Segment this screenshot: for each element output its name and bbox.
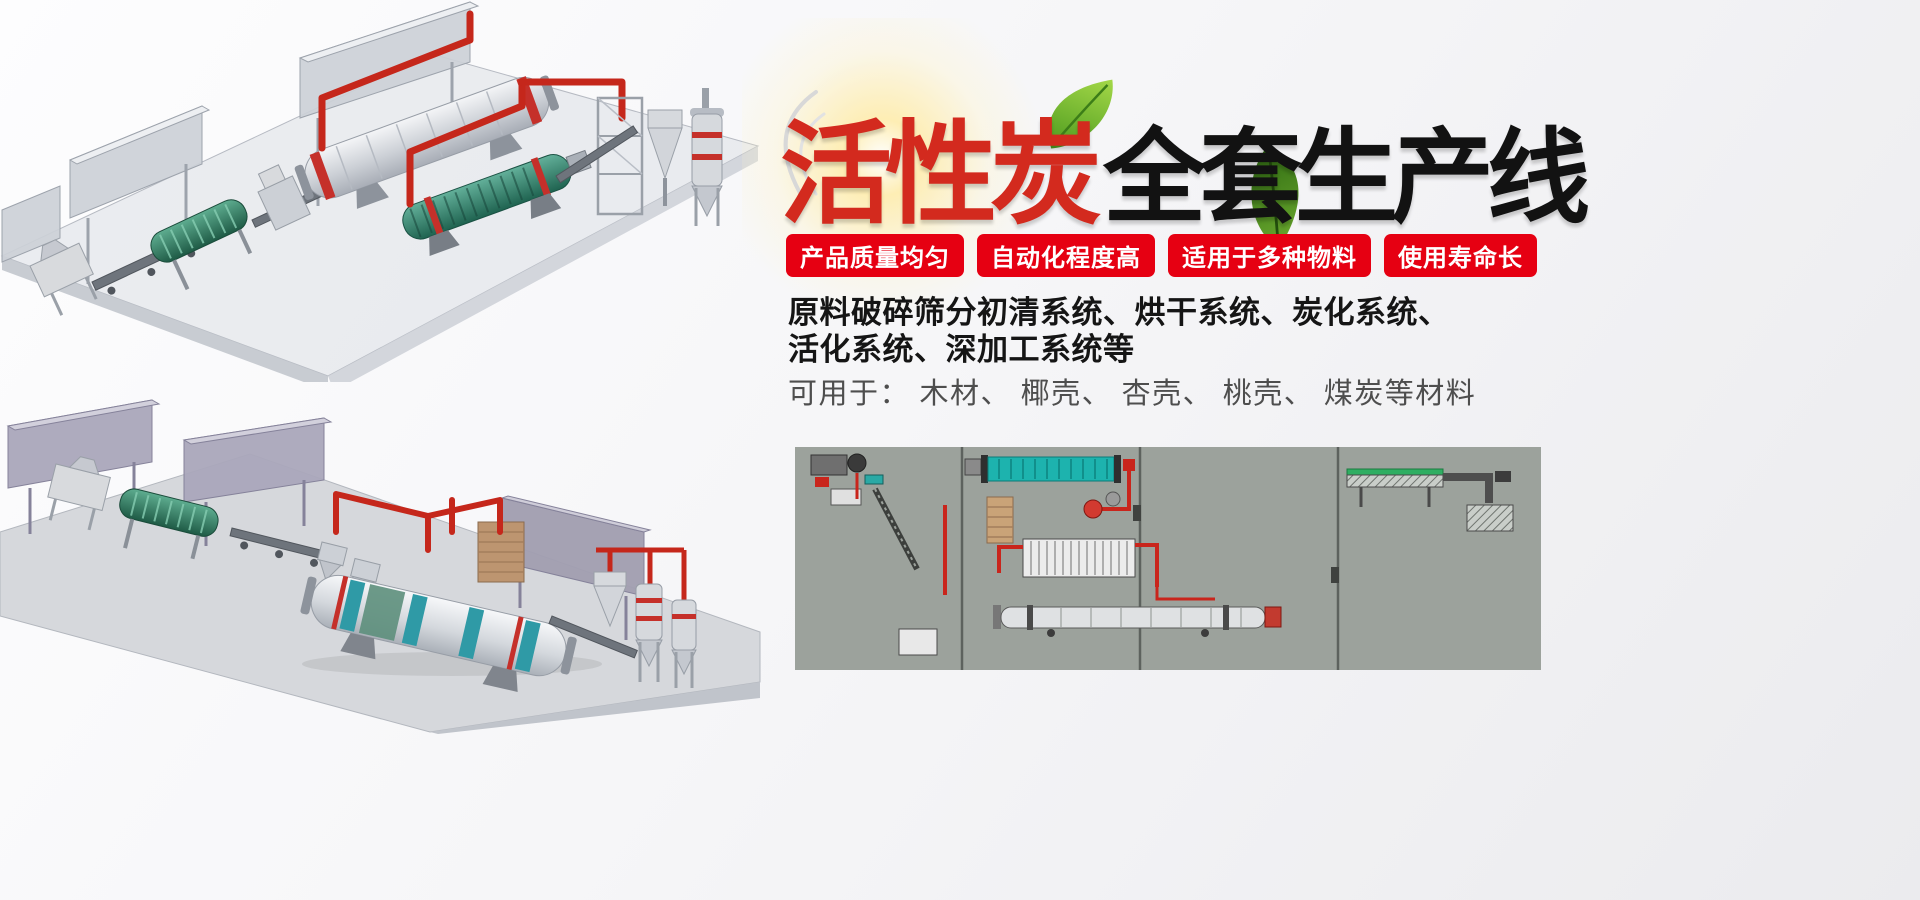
diagram-cooler-drum	[993, 605, 1282, 637]
diagram-dryer	[964, 455, 1135, 544]
dryer-drum	[294, 75, 560, 209]
platform	[0, 53, 760, 382]
production-line-render-top	[0, 1, 760, 382]
system-description: 原料破碎筛分初清系统、烘干系统、炭化系统、 活化系统、深加工系统等	[788, 294, 1450, 368]
banner-title: 活性炭全套生产线	[780, 84, 1590, 246]
feature-badge-lifespan: 使用寿命长	[1384, 234, 1537, 277]
plant-layout-diagram-svg	[795, 447, 1541, 670]
feature-badge-materials: 适用于多种物料	[1168, 234, 1371, 277]
title-black-text: 全套生产线	[1103, 117, 1590, 238]
title-red-text: 活性炭	[780, 109, 1102, 240]
leaf-icon	[1251, 146, 1299, 249]
production-line-render-bottom	[0, 399, 761, 734]
leaf-icon	[1048, 79, 1113, 149]
baffle-walls	[1, 1, 480, 284]
screening-drum	[119, 488, 219, 560]
screening-drum	[150, 199, 253, 291]
feed-hopper	[47, 456, 111, 531]
discharge-conveyor	[555, 125, 639, 184]
red-pipes	[318, 10, 626, 208]
mixing-box	[257, 164, 311, 231]
transfer-conveyor	[229, 527, 334, 567]
description-line-1: 原料破碎筛分初清系统、烘干系统、炭化系统、	[788, 295, 1450, 330]
feature-badge-automation: 自动化程度高	[977, 234, 1155, 277]
diagram-walls	[960, 447, 1340, 670]
diagram-feed-cluster	[810, 453, 947, 656]
incline-conveyor	[548, 615, 638, 659]
red-pipes	[333, 491, 503, 553]
diagram-heat-exchanger	[997, 538, 1215, 601]
feed-hopper	[29, 239, 98, 316]
plant-layout-diagram	[795, 447, 1541, 670]
diagram-packing-conveyor	[1346, 468, 1514, 532]
description-line-2: 活化系统、深加工系统等	[788, 332, 1135, 367]
feature-badge-quality: 产品质量均匀	[786, 234, 964, 277]
materials-line: 可用于： 木材、 椰壳、 杏壳、 桃壳、 煤炭等材料	[788, 378, 1477, 410]
diagram-wall-fixtures	[1133, 505, 1339, 583]
activation-vessel	[690, 88, 724, 226]
feature-badges: 产品质量均匀 自动化程度高 适用于多种物料 使用寿命长	[786, 234, 1537, 277]
cyclone-vessels	[593, 547, 697, 688]
rotary-drum	[300, 574, 577, 693]
